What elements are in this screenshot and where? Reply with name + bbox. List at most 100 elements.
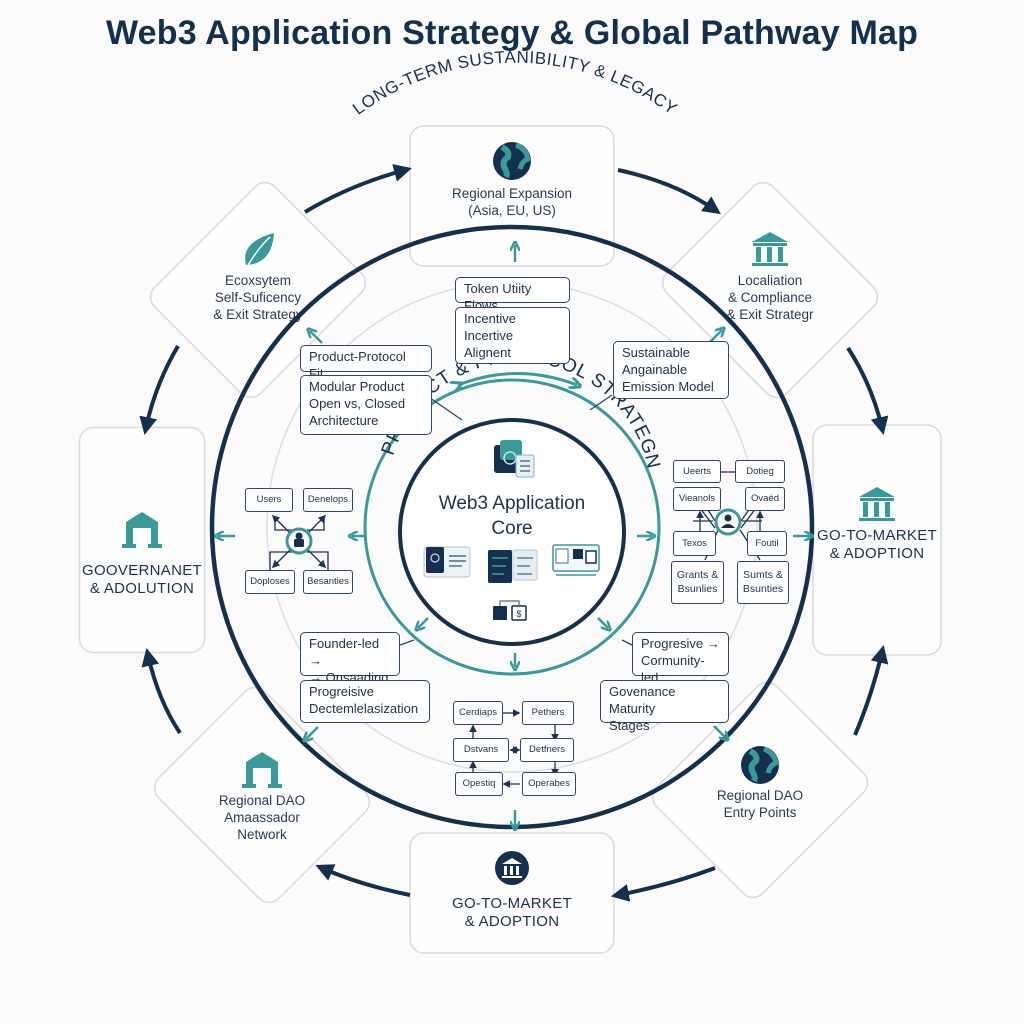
- segment-label: GOOVERNANET& ADOLUTION: [82, 562, 202, 597]
- segment-label-line: (Asia, EU, US): [468, 203, 556, 218]
- connector-modular: [429, 397, 463, 421]
- segment-label-line: Regional DAO: [219, 793, 305, 808]
- sustainable-line-2: Angainable: [622, 361, 688, 377]
- svg-text:$: $: [516, 609, 521, 619]
- bottom-node-5: Opestiq: [455, 772, 503, 796]
- document-flow-icon: [552, 544, 600, 576]
- outer-cycle-arrows: [139, 164, 889, 902]
- incentive-line-2: Incertive Alignent: [464, 327, 514, 360]
- user-circle-icon: [721, 514, 735, 528]
- segment-panel: [78, 426, 206, 654]
- connector-sustainable: [589, 394, 613, 411]
- segment-panel: [149, 181, 367, 399]
- segment-label-line: & Exit Strategy: [213, 307, 303, 322]
- progressive-line-2: Dectemlelasization: [309, 700, 419, 716]
- code-screen-icon: [488, 549, 538, 583]
- right-node-1: Ueerts: [673, 460, 721, 483]
- radial-arrows: [218, 245, 810, 827]
- bottom-node-2: Pethers: [522, 701, 574, 725]
- core-title-line-2: Core: [491, 517, 533, 539]
- bottom-node-4: Detfners: [520, 738, 574, 762]
- right-node-3: Vieanols: [673, 487, 721, 511]
- cycle-arrow-7: [141, 647, 182, 735]
- bottom-node-6: Operabes: [522, 772, 576, 796]
- governance-line-1: Govenance Maturity: [609, 684, 676, 716]
- cycle-arrow-4: [853, 644, 889, 736]
- bank-circle-icon: [495, 851, 529, 885]
- governance-line-2: Stages: [609, 717, 650, 733]
- arrow-dr: [713, 725, 726, 738]
- core-title-line-1: Web3 Application: [438, 493, 586, 514]
- left-node-bounties: Besanties: [303, 570, 353, 594]
- globe-icon: [493, 142, 531, 180]
- cycle-arrow-5: [610, 866, 716, 902]
- arrow-core-dl: [418, 617, 429, 628]
- right-node-sums: Sumts & Bsunties: [737, 561, 789, 604]
- segment-label-line: GO-TO-MARKET: [452, 895, 572, 912]
- segment-label-line: Entry Points: [724, 805, 797, 820]
- wallet-stack-icon: [494, 440, 535, 478]
- segment-label: GO-TO-MARKET& ADOPTION: [452, 895, 572, 930]
- right-node-2: Dotieg: [735, 460, 785, 483]
- founder-led-box: Founder-led → → Onsaading: [300, 632, 400, 685]
- community-line-1: Progresive →: [641, 636, 720, 651]
- bottom-node-3: Dstvans: [453, 738, 509, 762]
- governance-maturity-box: Govenance Maturity Stages: [600, 680, 729, 733]
- left-node-deployers: Doploses: [245, 570, 295, 594]
- connector-community: [621, 639, 633, 646]
- ledger-icon: $: [493, 600, 527, 621]
- modular-line-1: Modular Product: [309, 379, 405, 394]
- segment-label-line: Localiation: [738, 273, 803, 288]
- segment-label-line: Amaassador: [224, 810, 300, 825]
- segment-label: GO-TO-MARKET& ADOPTION: [817, 527, 937, 562]
- segment-label-line: Network: [237, 827, 287, 842]
- sustainable-emission-box: Sustainable Angainable Emission Model: [613, 341, 729, 399]
- lock-user-icon: [294, 532, 304, 547]
- incentive-line-1: Incentive: [464, 311, 517, 326]
- incentive-alignment-box: Incentive Incertive Alignent: [455, 307, 570, 364]
- identity-card-icon: [423, 546, 471, 578]
- segment-top: Regional Expansion(Asia, EU, US): [409, 125, 615, 267]
- leaf-icon: [245, 233, 274, 268]
- segment-bottom: GO-TO-MARKET& ADOPTION: [409, 832, 615, 954]
- modular-product-box: Modular Product Open vs, Closed Architec…: [300, 375, 432, 435]
- arrow-dl: [306, 726, 319, 739]
- progressive-decentralization-box: Progreisive Dectemlelasization: [300, 680, 430, 723]
- connector-founder: [399, 639, 415, 646]
- gateway-icon: [122, 512, 162, 548]
- arrow-ul: [310, 331, 323, 344]
- right-hub: [714, 508, 742, 536]
- segment-top-right: Localiation & Compliance & Exit Strategr: [661, 181, 879, 399]
- progressive-community-box: Progresive → Cormunity-led: [632, 632, 729, 685]
- core-ring: [398, 418, 626, 646]
- cycle-arrow-1: [303, 164, 412, 214]
- globe-icon: [741, 746, 779, 784]
- segment-label-line: & Compliance: [728, 290, 812, 305]
- segment-label-line: GOOVERNANET: [82, 562, 202, 579]
- segment-label-line: & ADOPTION: [465, 913, 560, 930]
- page-title: Web3 Application Strategy & Global Pathw…: [105, 14, 919, 52]
- segment-panel: [153, 686, 371, 904]
- core-title: Web3 Application Core: [412, 492, 612, 541]
- outer-ring-label: LONG-TERM SUSTANIBILITY & LEGACY: [349, 48, 681, 119]
- progressive-line-1: Progreisive: [309, 684, 375, 699]
- left-node-developers: Denelops: [303, 488, 353, 512]
- segment-label-line: & Exit Strategr: [726, 307, 814, 322]
- left-cluster-lines: [269, 514, 329, 570]
- arrow-ur: [709, 330, 722, 343]
- cycle-arrow-3: [846, 346, 889, 436]
- segment-panel: [651, 681, 869, 899]
- sustainable-line-1: Sustainable: [622, 345, 690, 360]
- right-node-6: Foutil: [747, 531, 787, 556]
- right-node-5: Texos: [673, 531, 716, 556]
- sustainable-line-3: Emission Model: [622, 378, 714, 394]
- left-node-users: Users: [245, 488, 293, 512]
- segment-label-line: & ADOLUTION: [90, 580, 194, 597]
- segment-label-line: & ADOPTION: [830, 545, 925, 562]
